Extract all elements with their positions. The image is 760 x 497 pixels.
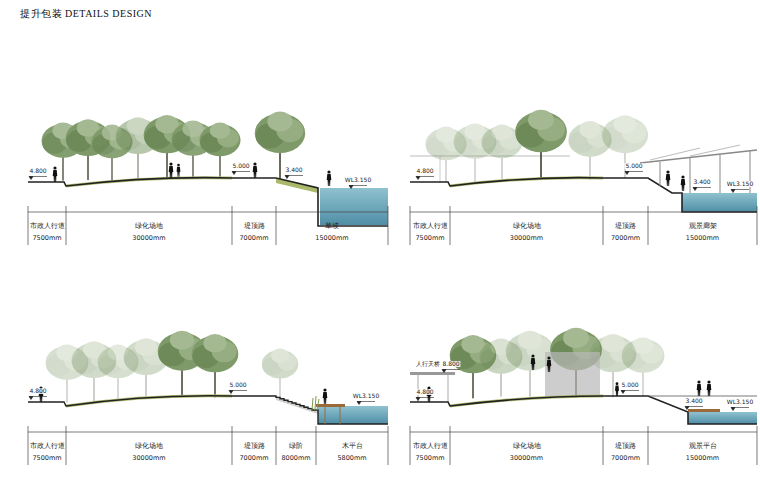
elevation-symbol — [416, 177, 434, 180]
elevation-label: 人行天桥 — [415, 361, 441, 367]
elevation-label: WL3.150 — [344, 177, 372, 183]
elevation-symbol — [285, 176, 303, 179]
section-1 — [28, 112, 388, 226]
zone-name: 堤顶路 — [244, 223, 265, 230]
zone-name: 绿化场地 — [513, 443, 541, 450]
elevation-symbol — [625, 172, 643, 175]
zone-name: 草坡 — [325, 223, 339, 230]
dimension-label: 7000mm — [239, 235, 268, 242]
dimension-label: 15000mm — [686, 235, 719, 242]
elevation-label: 5.000 — [228, 382, 247, 388]
elevation-symbol — [416, 398, 434, 401]
elevation-symbol — [229, 391, 247, 394]
elevation-symbol — [29, 177, 47, 180]
dimension-label: 7500mm — [32, 455, 61, 462]
elevation-symbol — [357, 402, 375, 405]
zone-name: 市政人行道 — [413, 443, 448, 450]
elevation-symbol — [685, 407, 703, 410]
dimension-label: 7500mm — [32, 235, 61, 242]
zone-name: 堤顶路 — [615, 443, 636, 450]
elevation-symbol — [29, 397, 47, 400]
elevation-label: 3.400 — [684, 398, 703, 404]
zone-name: 市政人行道 — [30, 223, 65, 230]
elevation-label: 8.800 — [441, 361, 460, 367]
zone-name: 绿化场地 — [513, 223, 541, 230]
elevation-label: WL3.150 — [726, 399, 754, 405]
elevation-label: 3.400 — [284, 167, 303, 173]
zone-name: 绿化场地 — [135, 443, 163, 450]
dimension-label: 30000mm — [510, 455, 543, 462]
elevation-label: 4.800 — [28, 168, 47, 174]
zone-name: 木平台 — [342, 443, 363, 450]
dimension-label: 30000mm — [510, 235, 543, 242]
section-2 — [410, 110, 757, 212]
elevation-label: 4.800 — [28, 388, 47, 394]
dimension-label: 30000mm — [132, 455, 165, 462]
dimension-label: 7500mm — [415, 455, 444, 462]
dimension-label: 7000mm — [239, 455, 268, 462]
elevation-symbol — [731, 190, 749, 193]
dimension-label: 7000mm — [611, 455, 640, 462]
zone-name: 市政人行道 — [413, 223, 448, 230]
elevation-markers — [29, 172, 749, 411]
elevation-label: 5.000 — [620, 382, 639, 388]
elevation-label: WL3.150 — [726, 181, 754, 187]
elevation-label: 5.000 — [231, 163, 250, 169]
elevation-label: 4.800 — [415, 168, 434, 174]
zone-name: 观景平台 — [689, 443, 717, 450]
dimension-label: 8000mm — [281, 455, 310, 462]
elevation-symbol — [232, 172, 250, 175]
dimension-bars — [28, 206, 757, 465]
zone-name: 绿阶 — [289, 443, 303, 450]
zone-name: 堤顶路 — [244, 443, 265, 450]
dimension-label: 15000mm — [315, 235, 348, 242]
dimension-label: 5800mm — [337, 455, 366, 462]
section-3 — [28, 331, 388, 424]
elevation-symbol — [693, 188, 711, 191]
elevation-symbol — [731, 408, 749, 411]
elevation-symbol — [621, 391, 639, 394]
elevation-label: 3.400 — [692, 179, 711, 185]
elevation-label: WL3.150 — [352, 393, 380, 399]
elevation-label: 4.800 — [415, 389, 434, 395]
dimension-label: 30000mm — [132, 235, 165, 242]
section-4 — [410, 328, 757, 424]
zone-name: 观景廊架 — [689, 223, 717, 230]
dimension-label: 7000mm — [611, 235, 640, 242]
elevation-symbol — [349, 186, 367, 189]
dimension-label: 15000mm — [686, 455, 719, 462]
elevation-symbol — [442, 370, 460, 373]
elevation-label: 5.000 — [624, 163, 643, 169]
zone-name: 绿化场地 — [135, 223, 163, 230]
zone-name: 市政人行道 — [30, 443, 65, 450]
page-title: 提升包装 DETAILS DESIGN — [20, 9, 152, 19]
dimension-label: 7500mm — [415, 235, 444, 242]
zone-name: 堤顶路 — [615, 223, 636, 230]
